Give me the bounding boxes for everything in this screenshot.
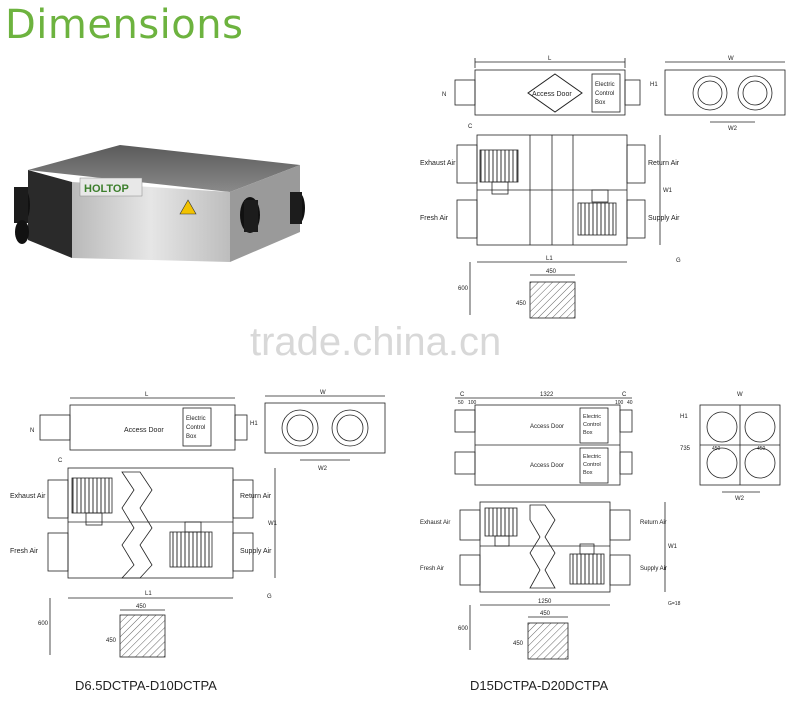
- caption-right: D15DCTPA-D20DCTPA: [470, 678, 609, 693]
- dim-label: 600: [38, 621, 49, 627]
- dim-label: 450: [757, 446, 766, 452]
- access-door-label: Access Door: [530, 463, 564, 469]
- return-air-label: Return Air: [648, 160, 680, 167]
- dim-label: H1: [680, 414, 688, 420]
- dim-label: 450: [546, 269, 557, 275]
- electric-label: Electric: [583, 414, 601, 420]
- fresh-air-label: Fresh Air: [420, 566, 444, 572]
- dim-label: L1: [546, 256, 553, 262]
- exhaust-air-label: Exhaust Air: [10, 493, 46, 500]
- dim-label: C: [58, 458, 63, 464]
- return-air-label: Return Air: [640, 520, 667, 526]
- page-title: Dimensions: [5, 2, 244, 48]
- diagram-right-labels: 1322 C C 50 100 100 40 Access Door Acces…: [420, 392, 766, 647]
- dim-label: W2: [318, 466, 328, 472]
- access-door-label: Access Door: [124, 427, 164, 434]
- dim-label: W1: [663, 188, 673, 194]
- electric-label: Electric: [186, 416, 206, 422]
- box-label: Box: [583, 430, 593, 436]
- dim-label: W2: [735, 496, 745, 502]
- control-label: Control: [583, 422, 601, 428]
- dim-label: 40: [627, 400, 633, 406]
- dim-label: G: [676, 258, 681, 264]
- dim-label: L: [145, 392, 149, 398]
- dim-label: G=18: [668, 601, 681, 607]
- diagram-left: [39, 395, 386, 658]
- control-label: Control: [186, 425, 205, 431]
- box-label: Box: [186, 434, 196, 440]
- dim-label: 735: [680, 446, 691, 452]
- dim-label: 450: [136, 604, 147, 610]
- dim-label: W1: [268, 521, 278, 527]
- brand-label: HOLTOP: [84, 183, 129, 195]
- dim-label: W: [737, 392, 743, 398]
- product-illustration: HOLTOP: [14, 145, 305, 262]
- exhaust-air-label: Exhaust Air: [420, 520, 450, 526]
- dim-label: 50: [458, 400, 464, 406]
- supply-air-label: Supply Air: [648, 215, 680, 222]
- diagram-top-labels: L N Access Door Electric Control Box W W…: [420, 56, 738, 307]
- dim-label: C: [460, 392, 465, 398]
- dim-label: 450: [712, 446, 721, 452]
- caption-left: D6.5DCTPA-D10DCTPA: [75, 678, 217, 693]
- return-air-label: Return Air: [240, 493, 272, 500]
- dim-label: 100: [468, 400, 477, 406]
- box-label: Box: [583, 470, 593, 476]
- dim-label: W2: [728, 126, 738, 132]
- control-label: Control: [583, 462, 601, 468]
- dim-label: 450: [540, 611, 551, 617]
- dim-label: H1: [250, 421, 258, 427]
- electric-label: Electric: [595, 82, 615, 88]
- dim-label: 1250: [538, 599, 552, 605]
- dim-label: W: [728, 56, 734, 62]
- box-label: Box: [595, 100, 605, 106]
- exhaust-air-label: Exhaust Air: [420, 160, 456, 167]
- control-label: Control: [595, 91, 614, 97]
- fresh-air-label: Fresh Air: [10, 548, 39, 555]
- diagram-top: [454, 58, 786, 319]
- dim-label: W: [320, 390, 326, 396]
- dim-label: 450: [513, 641, 524, 647]
- dim-label: N: [30, 428, 34, 434]
- dim-label: W1: [668, 544, 678, 550]
- watermark: trade.china.cn: [250, 320, 502, 364]
- dim-label: L1: [145, 591, 152, 597]
- dim-label: C: [622, 392, 627, 398]
- access-door-label: Access Door: [532, 91, 572, 98]
- supply-air-label: Supply Air: [640, 566, 667, 572]
- dim-label: 600: [458, 626, 469, 632]
- electric-label: Electric: [583, 454, 601, 460]
- supply-air-label: Supply Air: [240, 548, 272, 555]
- dim-label: 450: [516, 301, 527, 307]
- dim-label: C: [468, 124, 473, 130]
- dim-label: 100: [615, 400, 624, 406]
- diagram-left-labels: L N Access Door Electric Control Box W W…: [10, 390, 328, 644]
- diagram-right: [454, 397, 781, 660]
- dim-label: G: [267, 594, 272, 600]
- dim-label: N: [442, 92, 446, 98]
- dim-label: L: [548, 56, 552, 62]
- fresh-air-label: Fresh Air: [420, 215, 449, 222]
- dim-label: H1: [650, 82, 658, 88]
- access-door-label: Access Door: [530, 424, 564, 430]
- dim-label: 600: [458, 286, 469, 292]
- warning-icon: [179, 199, 197, 215]
- dim-label: 1322: [540, 392, 554, 398]
- dim-label: 450: [106, 638, 117, 644]
